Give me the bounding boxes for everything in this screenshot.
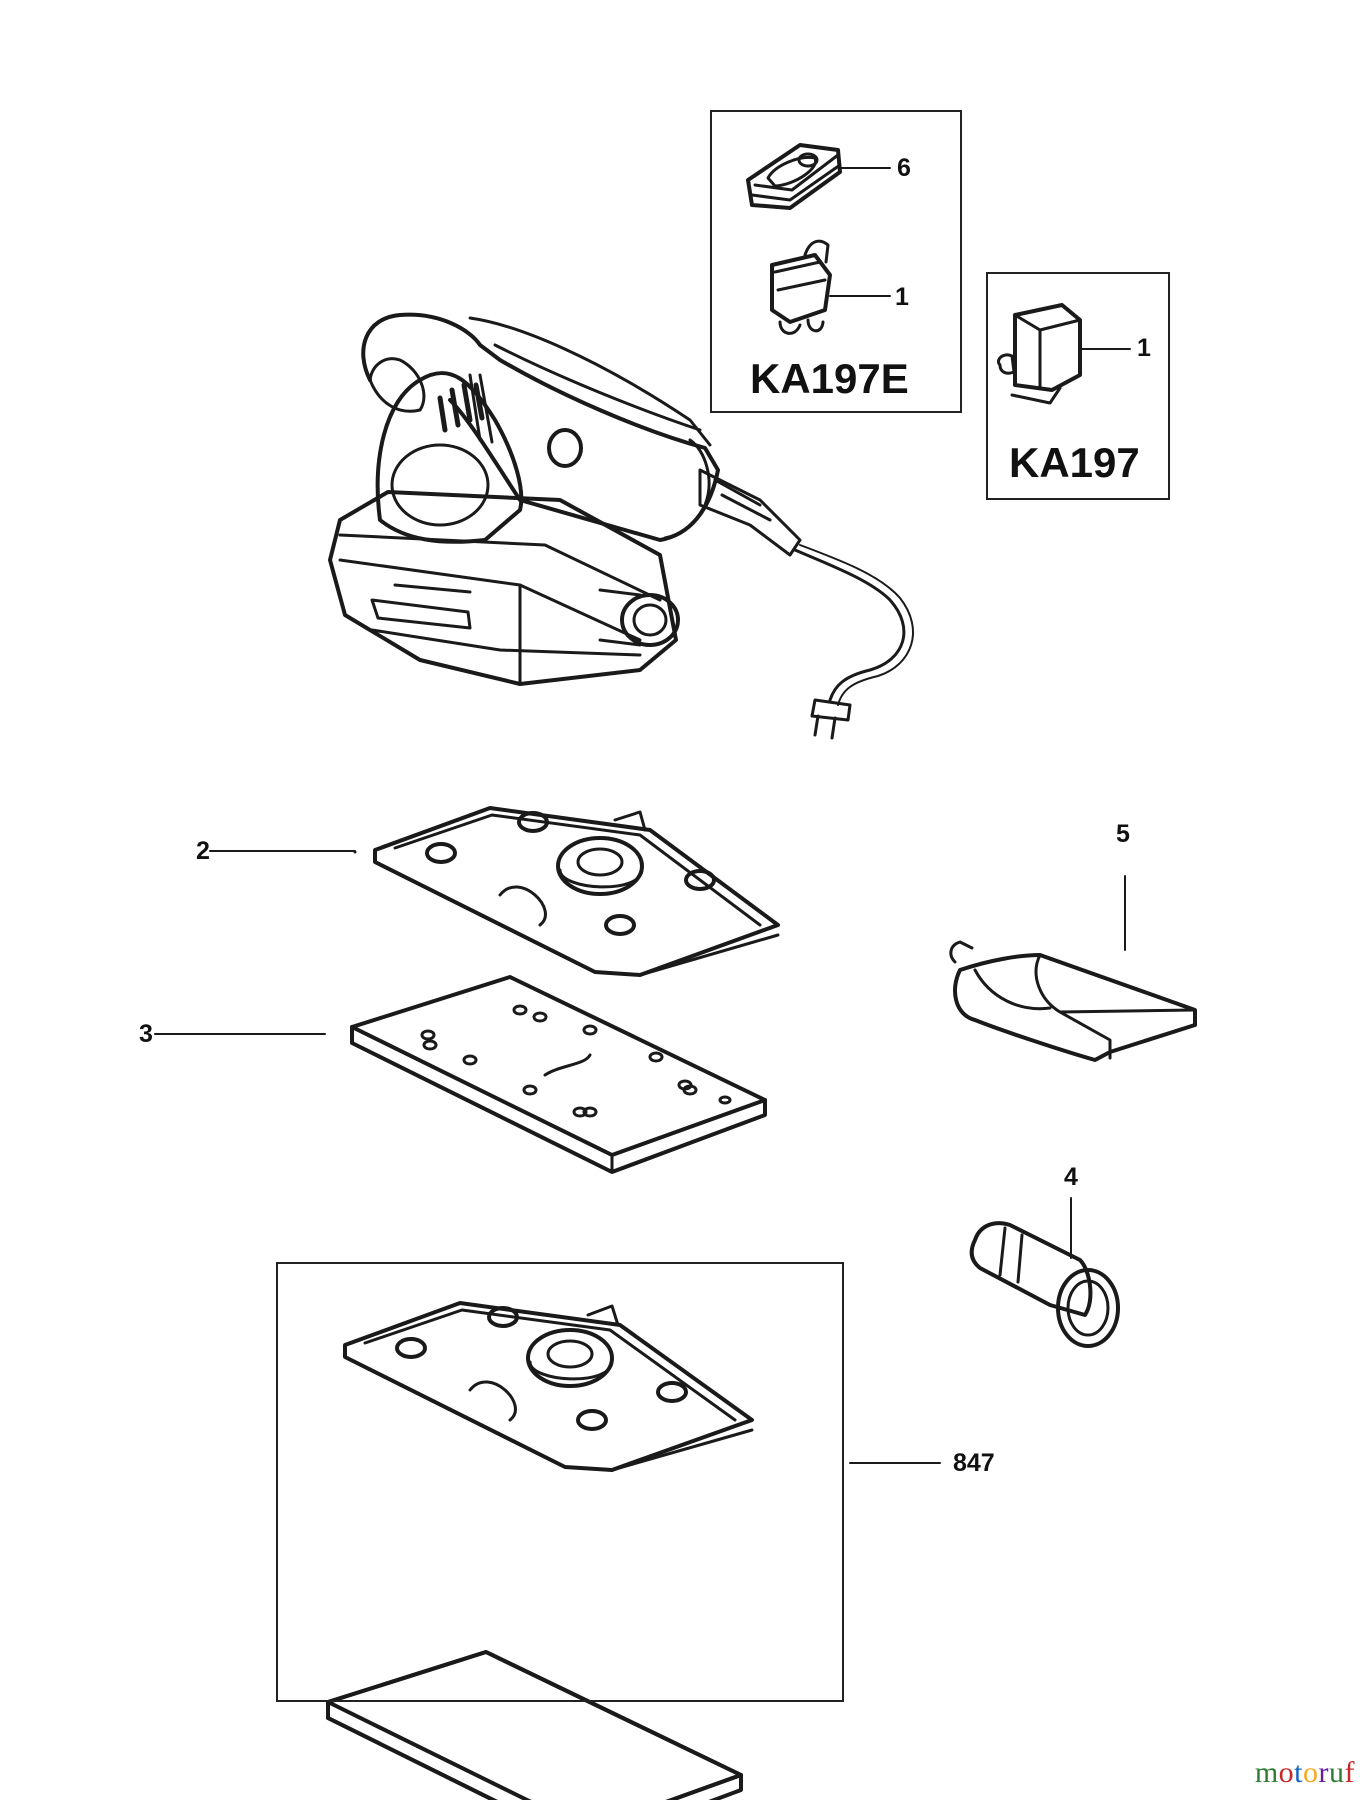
part-label-5: 5 [1116,820,1130,848]
watermark-letter: o [1303,1756,1319,1789]
kit-847-box [276,1262,844,1702]
part-label-3: 3 [139,1020,153,1048]
part-label-4: 4 [1064,1163,1078,1191]
ka197-box [986,272,1170,500]
ka197e-parts-drawing [746,143,891,335]
part-label-1-ka197e: 1 [895,283,909,311]
part-label-6: 6 [897,154,911,182]
part-label-2: 2 [196,837,210,865]
kit-847-drawing [326,1301,941,1800]
platen-drawing [209,806,780,977]
watermark-letter: f [1344,1756,1355,1789]
model-label-ka197: KA197 [1009,439,1140,486]
sander-body-drawing [328,312,915,740]
watermark-logo: motoruf [1255,1756,1355,1790]
watermark-letter: o [1278,1756,1295,1789]
watermark-letter: t [1294,1756,1303,1789]
watermark-letter: m [1254,1756,1279,1789]
watermark-letter: r [1318,1756,1329,1789]
part-label-1-ka197: 1 [1137,334,1151,362]
adapter-drawing [969,1197,1120,1348]
watermark-letter: u [1329,1756,1345,1789]
model-label-ka197e: KA197E [750,355,909,402]
dust-bag-drawing [949,875,1197,1062]
ka197-switch-drawing [997,303,1131,405]
part-label-847: 847 [953,1449,995,1477]
ka197e-box [710,110,962,413]
pad-drawing [154,975,767,1174]
